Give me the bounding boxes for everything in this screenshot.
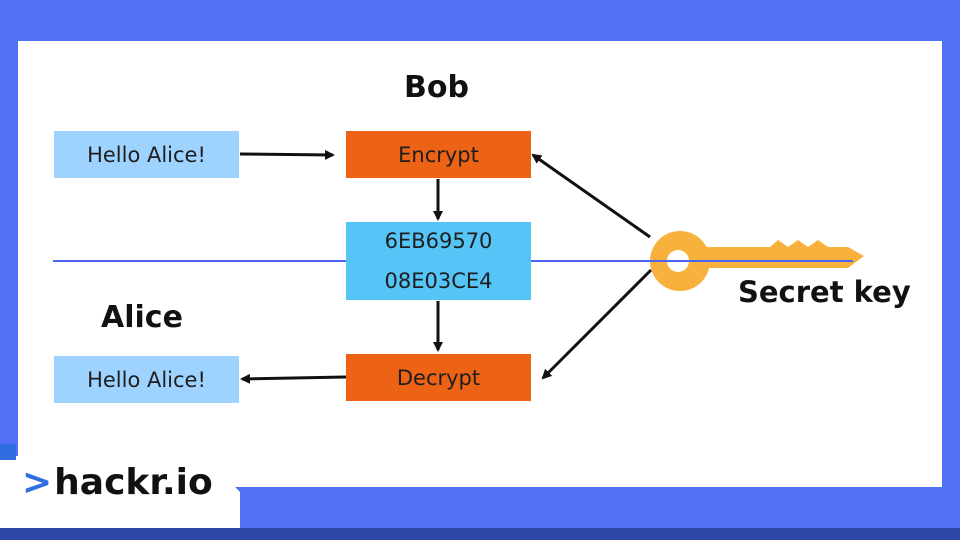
hackr-logo: > hackr.io: [22, 462, 213, 503]
bottom-strip: [0, 528, 960, 540]
ciphertext-line-2: 08E03CE4: [384, 269, 493, 293]
decrypt-box: Decrypt: [346, 354, 531, 401]
arrow-key-to-decrypt: [541, 268, 653, 380]
arrow-decrypt-to-plaintext: [240, 373, 347, 384]
arrow-plaintext-to-encrypt: [239, 149, 335, 160]
logo-tab: [0, 456, 240, 528]
ciphertext-box: 6EB69570 08E03CE4: [346, 222, 531, 300]
plaintext-box-bottom: Hello Alice!: [54, 356, 239, 403]
arrow-key-to-encrypt: [531, 153, 651, 239]
bob-label: Bob: [404, 70, 469, 105]
logo-corner-accent: [0, 444, 16, 460]
logo-text: hackr.io: [54, 462, 213, 503]
alice-label: Alice: [101, 300, 183, 335]
plaintext-box-top: Hello Alice!: [54, 131, 239, 178]
ciphertext-line-1: 6EB69570: [384, 229, 493, 253]
encrypt-box: Encrypt: [346, 131, 531, 178]
chevron-right-icon: >: [22, 462, 53, 503]
secret-key-label: Secret key: [738, 275, 911, 309]
